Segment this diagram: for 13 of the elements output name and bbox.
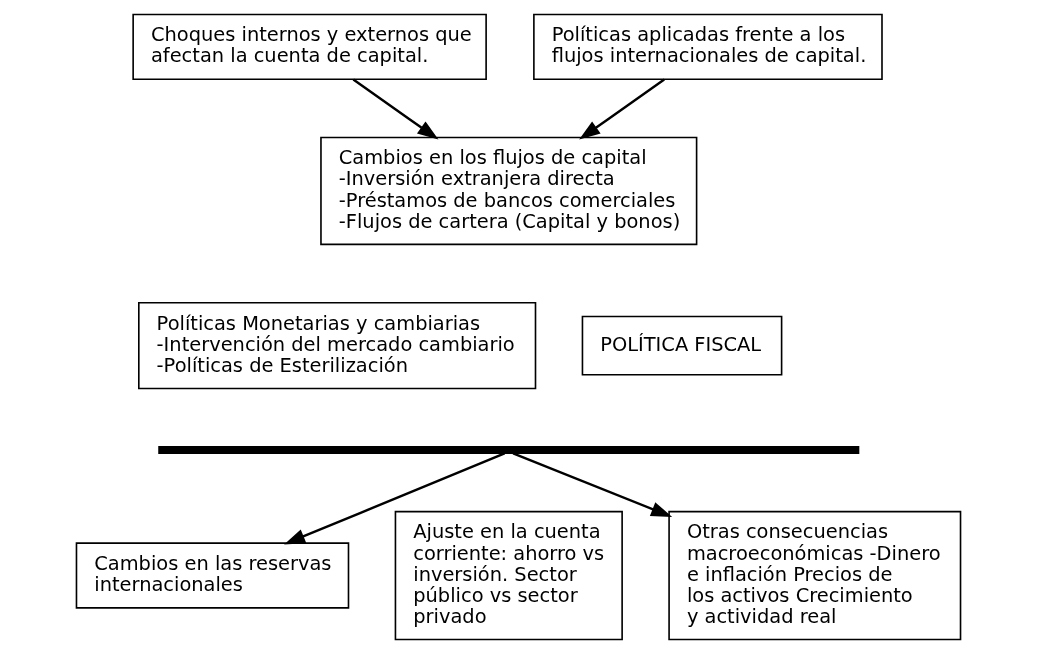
- node-box: Choques internos y externos que afectan la cuenta de capital.: [132, 13, 487, 81]
- arrow: [352, 78, 439, 140]
- node-box: POLÍTICA FISCAL: [581, 315, 783, 376]
- node-box: Otras consecuencias macroeconómicas -Dinero e inflación Precios de los activos Crecimiento y actividad real: [668, 510, 962, 641]
- node-box: Ajuste en la cuenta corriente: ahorro vs inversión. Sector público vs sector privado: [394, 510, 623, 641]
- arrow: [284, 452, 506, 545]
- node-box: Cambios en los flujos de capital -Inversión extranjera directa -Préstamos de bancos comerciales -Flujos de cartera (Capital y bonos): [320, 136, 698, 246]
- arrow: [579, 78, 665, 140]
- node-box: Cambios en las reservas internacionales: [75, 542, 350, 609]
- arrow: [512, 452, 673, 517]
- node-box: Políticas aplicadas frente a los flujos internacionales de capital.: [533, 13, 883, 81]
- node-bar: [158, 446, 860, 455]
- node-box: Políticas Monetarias y cambiarias -Intervención del mercado cambiario -Políticas de Esterilización: [138, 301, 537, 390]
